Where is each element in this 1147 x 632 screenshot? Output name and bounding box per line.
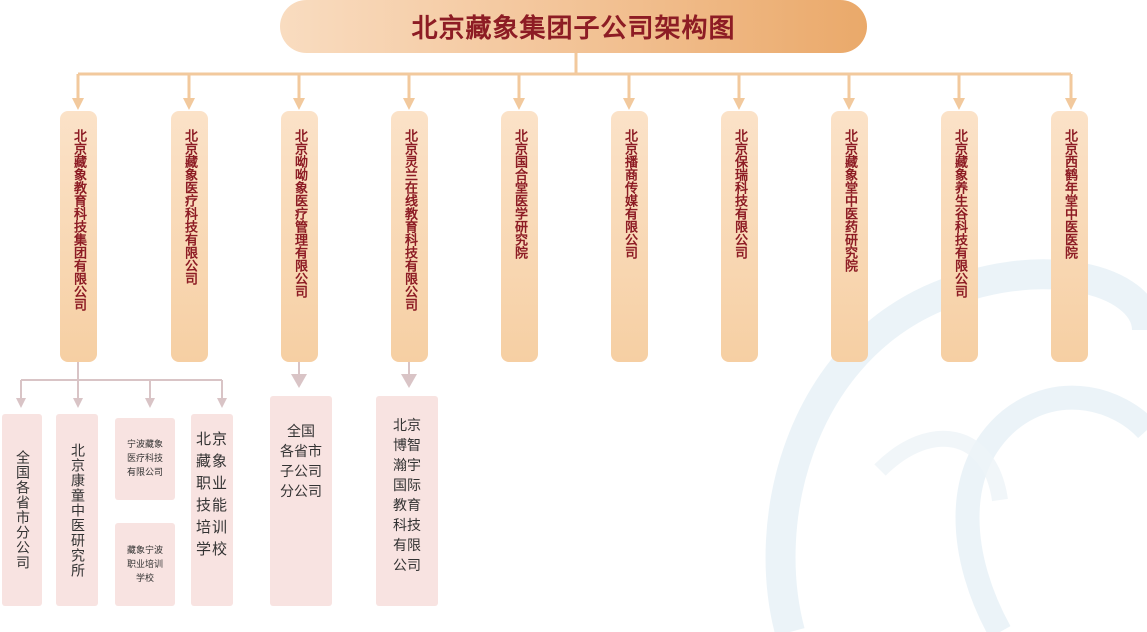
child-ningbo-school-line-3: 学校	[135, 573, 154, 584]
child-linglan-line-2: 博智	[393, 438, 421, 454]
subsidiary-label: 北京藏象教育科技集团有限公司	[71, 129, 86, 311]
chart-title: 北京藏象集团子公司架构图	[280, 0, 867, 53]
child-youyou-line-1: 全国	[287, 424, 315, 440]
child-youyou-branches: 全国 各省市 子公司 分公司	[270, 396, 332, 606]
subsidiary-5: 北京国合堂医学研究院	[501, 111, 538, 362]
child-national-branches-label: 全国各省市分公司	[14, 450, 30, 570]
subsidiary-7: 北京保瑞科技有限公司	[721, 111, 758, 362]
child-bozhi-hanyu: 北京 博智 瀚宇 国际 教育 科技 有限 公司	[376, 396, 438, 606]
subsidiary-1: 北京藏象教育科技集团有限公司	[60, 111, 97, 362]
child-linglan-line-7: 有限	[393, 538, 421, 554]
child-linglan-line-6: 科技	[393, 518, 421, 534]
subsidiary-label: 北京国合堂医学研究院	[512, 129, 527, 259]
child-youyou-line-4: 分公司	[280, 484, 322, 500]
child-linglan-line-8: 公司	[393, 558, 421, 574]
main-connectors	[76, 53, 1073, 100]
subsidiary-label: 北京藏象堂中医药研究院	[842, 129, 857, 272]
child-ningbo-school: 藏象宁波 职业培训 学校	[115, 523, 175, 606]
child-youyou-line-3: 子公司	[280, 464, 322, 480]
subsidiary-label: 北京藏象养生谷科技有限公司	[952, 129, 967, 298]
child-arrowheads	[16, 374, 417, 408]
subsidiary-10: 北京西鹤年堂中医医院	[1051, 111, 1088, 362]
child-linglan-line-4: 国际	[393, 478, 421, 494]
child-ningbo-medical-line-1: 宁波藏象	[126, 440, 163, 450]
subsidiary-label: 北京灵兰在线教育科技有限公司	[402, 129, 417, 311]
child-national-branches: 全国各省市分公司	[2, 414, 42, 606]
child-ningbo-school-line-2: 职业培训	[126, 559, 163, 570]
subsidiary-2: 北京藏象医疗科技有限公司	[171, 111, 208, 362]
subsidiary-label: 北京播商传媒有限公司	[622, 129, 637, 259]
child-vocational-school-text: 北京藏象职业技能培训学校	[196, 428, 228, 560]
subsidiary-8: 北京藏象堂中医药研究院	[831, 111, 868, 362]
child-connectors	[20, 362, 410, 400]
child-ningbo-medical-line-3: 有限公司	[126, 468, 163, 478]
subsidiary-3: 北京呦呦象医疗管理有限公司	[281, 111, 318, 362]
subsidiary-label: 北京西鹤年堂中医医院	[1062, 129, 1077, 259]
main-arrowheads	[72, 98, 1077, 110]
child-ningbo-medical: 宁波藏象 医疗科技 有限公司	[115, 418, 175, 500]
child-vocational-school-label: 北京藏象职业技能培训学校	[196, 430, 229, 558]
child-linglan-line-5: 教育	[393, 498, 421, 514]
subsidiary-6: 北京播商传媒有限公司	[611, 111, 648, 362]
child-linglan-line-3: 瀚宇	[393, 458, 421, 474]
subsidiary-9: 北京藏象养生谷科技有限公司	[941, 111, 978, 362]
child-ningbo-school-line-1: 藏象宁波	[126, 545, 163, 556]
child-youyou-line-2: 各省市	[280, 444, 322, 460]
child-kangtong-institute: 北京康童中医研究所	[56, 414, 98, 606]
subsidiary-label: 北京呦呦象医疗管理有限公司	[292, 129, 307, 298]
child-ningbo-medical-line-2: 医疗科技	[126, 454, 163, 464]
child-kangtong-institute-label: 北京康童中医研究所	[69, 442, 85, 578]
child-vocational-school: 北京藏象职业技能培训学校	[191, 414, 233, 606]
subsidiary-label: 北京藏象医疗科技有限公司	[182, 129, 197, 285]
child-linglan-line-1: 北京	[393, 418, 421, 434]
subsidiary-label: 北京保瑞科技有限公司	[732, 129, 747, 259]
subsidiary-4: 北京灵兰在线教育科技有限公司	[391, 111, 428, 362]
